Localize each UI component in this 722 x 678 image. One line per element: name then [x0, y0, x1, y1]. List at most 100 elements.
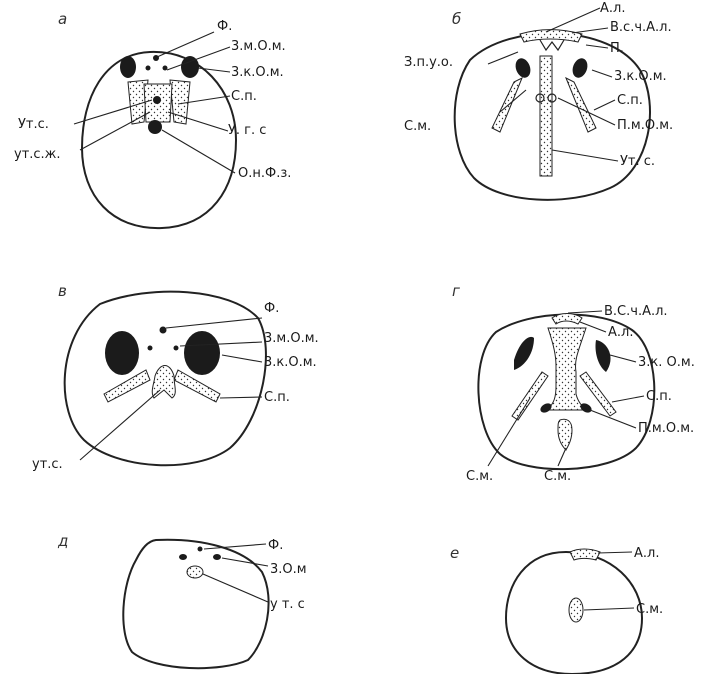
- panel-g-label-pmom: П.м.О.м.: [638, 421, 694, 436]
- leader-line: [157, 32, 214, 57]
- panel-g-label-vsal: В.С.ч.А.л.: [604, 304, 668, 319]
- leader-line: [222, 558, 268, 566]
- panel-g-top-cap: [552, 314, 582, 325]
- panel-a-center-mark: [153, 96, 161, 104]
- panel-v: в Ф. 3.м.О.м. 3.к.О.м. С.п. ут.с.: [32, 282, 319, 472]
- panel-e-label-al: А.л.: [634, 546, 659, 561]
- panel-d-pineal-dot: [198, 547, 203, 552]
- leader-line: [80, 112, 150, 150]
- panel-g-label-sp: С.п.: [646, 389, 672, 404]
- leader-line: [80, 390, 160, 460]
- panel-g-bottom-drop: [558, 419, 572, 450]
- leader-line: [198, 68, 230, 72]
- panel-g-eye-left: [514, 337, 534, 370]
- panel-d-spot-left: [179, 554, 187, 560]
- panel-b-eye-left: [513, 56, 533, 80]
- panel-g-eye-right: [595, 340, 610, 372]
- panel-g-label-zkom: 3.к. О.м.: [638, 355, 695, 370]
- panel-v-eye-right: [184, 331, 220, 375]
- panel-a-bottom-body: [148, 120, 162, 134]
- panel-b-label-pmom: П.м.О.м.: [617, 118, 673, 133]
- panel-a: а Ф. 3.м.О.м. 3.к.О.м. С.п. У. г. с О.н.…: [14, 10, 291, 228]
- panel-v-median-left: [148, 346, 153, 351]
- panel-b-label-zkom: 3.к.О.м.: [614, 69, 667, 84]
- leader-line: [572, 28, 608, 33]
- panel-b-septum-right: [566, 78, 596, 132]
- panel-d-letter: д: [57, 532, 68, 550]
- panel-e-top-cap: [570, 549, 600, 560]
- panel-a-label-utsj: ут.с.ж.: [14, 147, 61, 162]
- panel-d-label-uts: у т. с: [270, 597, 305, 612]
- panel-g-central-body: [548, 328, 586, 410]
- panel-v-septum-left: [104, 370, 150, 402]
- panel-b-label-uts: Ут. с.: [620, 154, 655, 169]
- panel-v-label-zmom: 3.м.О.м.: [264, 331, 319, 346]
- panel-b-label-p: П.: [610, 41, 624, 56]
- panel-a-median-eye-left: [146, 66, 151, 71]
- leader-line: [568, 311, 602, 313]
- panel-a-label-uts: Ут.с.: [18, 117, 49, 132]
- leader-line: [610, 355, 636, 362]
- panel-g-label-sm2: С.м.: [544, 469, 571, 484]
- leader-line: [552, 150, 618, 161]
- panel-g-label-al: А.л.: [608, 325, 633, 340]
- panel-v-eye-left: [105, 331, 139, 375]
- leader-line: [586, 45, 608, 48]
- panel-a-label-f: Ф.: [217, 19, 232, 34]
- panel-a-lateral-eye-left: [120, 56, 136, 78]
- panel-a-letter: а: [58, 10, 67, 28]
- leader-line: [546, 8, 600, 32]
- panel-a-label-sp: С.п.: [231, 89, 257, 104]
- leader-line: [203, 574, 268, 602]
- panel-d-label-f: Ф.: [268, 538, 283, 553]
- panel-v-pineal-dot: [160, 327, 167, 334]
- panel-e-letter: е: [450, 544, 459, 562]
- panel-d-central-oval: [187, 566, 203, 578]
- panel-b-septum-left: [492, 78, 522, 132]
- leader-line: [558, 448, 566, 466]
- leader-line: [598, 552, 632, 553]
- panel-b-label-sm: С.м.: [404, 119, 431, 134]
- leader-line: [162, 130, 235, 173]
- leader-line: [488, 398, 530, 466]
- panel-e: е А.л. С.м.: [450, 544, 663, 674]
- panel-v-label-uts: ут.с.: [32, 457, 63, 472]
- panel-b-label-sp: С.п.: [617, 93, 643, 108]
- leader-line: [166, 318, 262, 328]
- panel-g-letter: г: [452, 282, 460, 300]
- panel-a-septum-right: [170, 80, 190, 124]
- panel-v-median-right: [174, 346, 179, 351]
- panel-v-letter: в: [58, 282, 67, 300]
- panel-d-spot-right: [213, 554, 221, 560]
- panel-e-central-oval: [569, 598, 583, 622]
- panel-g-label-sm1: С.м.: [466, 469, 493, 484]
- panel-d-outline: [123, 540, 268, 668]
- panel-d-label-zom: 3.О.м: [270, 562, 307, 577]
- leader-line: [220, 397, 262, 398]
- leader-line: [594, 100, 615, 110]
- panel-b-central-column: [540, 56, 552, 176]
- panel-b-letter: б: [452, 10, 461, 28]
- panel-e-label-sm: С.м.: [636, 602, 663, 617]
- panel-v-label-f: Ф.: [264, 301, 279, 316]
- leader-line: [612, 396, 644, 402]
- leader-line: [592, 70, 612, 77]
- leader-line: [222, 355, 262, 362]
- panel-a-label-zkom: 3.к.О.м.: [231, 65, 284, 80]
- panel-g-dark-left: [539, 402, 553, 415]
- panel-v-septum-right: [174, 370, 220, 402]
- panel-b-w-mark: [540, 40, 564, 50]
- panel-g-septum-left: [512, 372, 548, 420]
- panel-a-pineal-dot: [153, 55, 159, 61]
- panel-v-label-zkom: 3.к.О.м.: [264, 355, 317, 370]
- panel-b-label-vsal: В.с.ч.А.л.: [610, 20, 672, 35]
- panel-g: г В.С.ч.А.л. А.л. 3.к. О.м. С.п. П.м.О.м…: [452, 282, 695, 484]
- panel-a-median-eye-right: [163, 66, 168, 71]
- panel-b: б А.л. В.с.ч.А.л. П. З.п.у.о. 3.к.О.м. С…: [404, 1, 673, 200]
- panel-b-label-al: А.л.: [600, 1, 625, 16]
- panel-a-outline: [82, 52, 236, 228]
- leader-line: [488, 52, 518, 64]
- panel-a-label-zmom: 3.м.О.м.: [231, 39, 286, 54]
- panel-a-label-ugs: У. г. с: [228, 123, 266, 138]
